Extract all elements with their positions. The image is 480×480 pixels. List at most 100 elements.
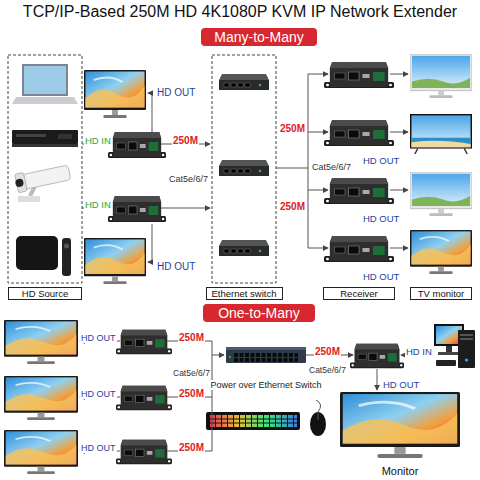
computer-icon	[438, 352, 460, 355]
computer-icon	[458, 330, 475, 368]
switch-group-outline	[212, 55, 276, 283]
mouse-icon	[316, 400, 321, 412]
computer-icon	[460, 334, 473, 336]
source-group-outline	[8, 55, 82, 283]
label-holder: HD OUT	[156, 256, 196, 274]
bandwidth-label: 250M	[172, 135, 199, 147]
tv-box-icon	[62, 238, 71, 276]
label-holder: 250M	[178, 437, 205, 455]
cable-lines	[161, 208, 210, 209]
port-label: HD OUT	[362, 156, 400, 167]
label-holder: Cat5e/6/7	[168, 168, 209, 186]
camera-icon	[15, 178, 24, 187]
section-banner: Many-to-Many	[201, 28, 317, 46]
port-label: HD OUT	[80, 389, 117, 399]
node-text: One-to-Many	[218, 305, 300, 321]
cable-lines	[80, 74, 432, 451]
computer-icon	[446, 346, 452, 352]
cable-lines	[377, 369, 378, 390]
label-holder: 250M	[314, 341, 341, 359]
label-holder: 250M	[279, 196, 306, 214]
group-caption-box: Receiver	[323, 287, 395, 300]
monitor-icon	[340, 392, 460, 458]
switch-icon	[219, 74, 269, 90]
dvd-player-icon	[12, 144, 78, 147]
port-label: HD OUT	[156, 261, 196, 273]
dvd-player-icon	[12, 130, 78, 144]
cable-label: Cat5e/6/7	[168, 174, 209, 184]
mouse-icon	[310, 412, 326, 436]
computer-icon	[436, 360, 456, 366]
keyboard-icon	[206, 412, 300, 430]
cable-label: Cat5e/6/7	[172, 369, 211, 379]
cable-lines	[390, 132, 408, 133]
cable-lines	[212, 341, 213, 451]
monitor-icon	[84, 70, 146, 118]
cable-lines	[308, 248, 328, 249]
label-holder: HD OUT	[382, 374, 420, 392]
computer-icon	[465, 359, 468, 362]
bandwidth-label: 250M	[314, 346, 341, 358]
group-caption-box: HD Source	[8, 287, 82, 300]
label-holder: HD IN	[84, 130, 112, 148]
port-label: HD OUT	[156, 87, 196, 99]
transmitter-icon	[108, 132, 166, 158]
receiver-icon	[324, 178, 394, 204]
switch-group-outline	[212, 55, 276, 283]
computer-icon	[434, 324, 475, 368]
keyboard-icon	[206, 412, 300, 430]
monitor-icon	[4, 430, 78, 474]
receiver-icon	[324, 120, 394, 146]
bandwidth-label: 250M	[279, 201, 306, 213]
cable-lines	[148, 224, 152, 262]
bandwidth-label: 250M	[178, 332, 205, 344]
switch-icon	[219, 240, 269, 256]
laptop-icon	[12, 64, 78, 104]
camera-icon	[18, 196, 40, 202]
keyboard-icon	[209, 415, 297, 427]
bandwidth-label: 250M	[178, 442, 205, 454]
cable-label: Cat5e/6/7	[308, 366, 347, 376]
dvd-player-icon	[12, 130, 78, 147]
monitor-icon	[410, 172, 472, 216]
title-bar: TCP/IP-Based 250M HD 4K1080P KVM IP Netw…	[0, 3, 480, 21]
monitor-icon	[4, 320, 78, 364]
label-holder: HD IN	[405, 341, 433, 359]
label-holder: 250M	[279, 118, 306, 136]
receiver-icon	[324, 236, 394, 262]
receiver-icon	[116, 386, 172, 410]
label-holder: 250M	[178, 383, 205, 401]
device-label: Power over Ethernet Switch	[209, 380, 322, 390]
label-holder: HD OUT	[80, 327, 117, 345]
label-holder: HD IN	[84, 194, 112, 212]
label-holder: HD OUT	[156, 82, 196, 100]
camera-icon	[14, 163, 72, 193]
label-holder: 250M	[178, 327, 205, 345]
cable-lines	[148, 93, 152, 132]
label-holder: HD OUT	[362, 266, 400, 284]
monitor-icon	[410, 54, 472, 98]
cable-lines	[390, 190, 408, 191]
computer-icon	[460, 338, 473, 340]
cable-lines	[390, 74, 408, 75]
cable-lines	[308, 132, 328, 133]
label-holder: Cat5e/6/7	[311, 156, 352, 174]
bandwidth-label: 250M	[178, 388, 205, 400]
receiver-icon	[116, 330, 172, 354]
cable-label: Cat5e/6/7	[311, 162, 352, 172]
port-label: HD OUT	[80, 333, 117, 343]
receiver-icon	[324, 62, 394, 88]
label-holder: Cat5e/6/7	[172, 362, 211, 380]
device-label: Monitor	[381, 465, 420, 478]
tv-box-icon	[16, 236, 58, 270]
cable-lines	[212, 355, 224, 356]
laptop-icon	[22, 64, 68, 96]
group-caption-box: Ethernet switch	[206, 287, 283, 300]
node-text: Receiver	[340, 288, 378, 299]
camera-icon	[14, 163, 72, 202]
dvd-player-icon	[58, 134, 72, 139]
bandwidth-label: 250M	[279, 123, 306, 135]
port-label: HD OUT	[80, 443, 117, 453]
keyboard-icon	[209, 415, 297, 427]
node-text: Ethernet switch	[212, 288, 277, 299]
